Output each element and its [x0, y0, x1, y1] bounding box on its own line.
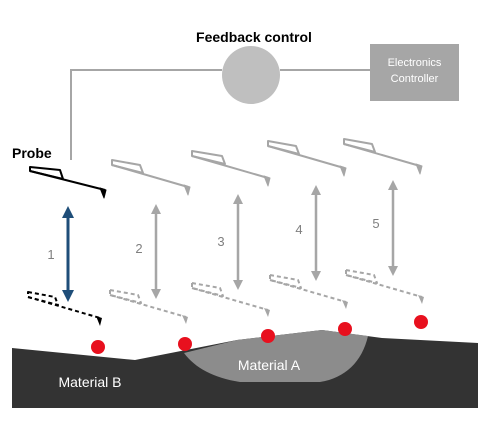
- contact-marker-3: [261, 329, 275, 343]
- probe-step-3-lowered-tip: [264, 308, 270, 317]
- controller-label-line1: Electronics: [388, 57, 442, 69]
- feedback-node: [222, 46, 280, 104]
- material-a-region: [184, 330, 368, 382]
- contact-marker-5: [414, 315, 428, 329]
- probe-step-5-lowered: [345, 269, 423, 298]
- controller-box: [370, 44, 459, 101]
- material-a-label: Material A: [238, 357, 301, 373]
- probe-step-4-lowered-tip: [342, 300, 348, 309]
- probe-step-4: [267, 140, 347, 177]
- electronics-controller: Electronics Controller: [370, 44, 459, 101]
- probe-step-5: [343, 138, 423, 175]
- contact-marker-4: [338, 322, 352, 336]
- diagram-title: Feedback control: [196, 29, 312, 45]
- probe-step-2-lowered: [109, 289, 187, 318]
- probe-step-2-lowered-tip: [182, 315, 188, 324]
- contact-marker-1: [91, 340, 105, 354]
- controller-label-line2: Controller: [391, 73, 439, 85]
- probe-active-lowered: [27, 291, 101, 319]
- probe-step-3-lowered: [191, 282, 269, 311]
- probe-step-2: [111, 159, 191, 196]
- probe-active-lowered-tip: [96, 316, 102, 326]
- probe-step-3: [191, 150, 271, 187]
- probe-active: [29, 166, 107, 199]
- contact-marker-2: [178, 337, 192, 351]
- step-label-1: 1: [47, 247, 54, 262]
- material-b-label: Material B: [58, 374, 121, 390]
- probe-label: Probe: [12, 145, 52, 161]
- feedback-wiring: [70, 69, 370, 160]
- step-label-3: 3: [217, 234, 224, 249]
- step-label-5: 5: [372, 216, 379, 231]
- step-label-2: 2: [135, 241, 142, 256]
- step-label-4: 4: [295, 222, 302, 237]
- probe-step-5-lowered-tip: [418, 295, 424, 304]
- probe-step-4-lowered: [269, 274, 347, 303]
